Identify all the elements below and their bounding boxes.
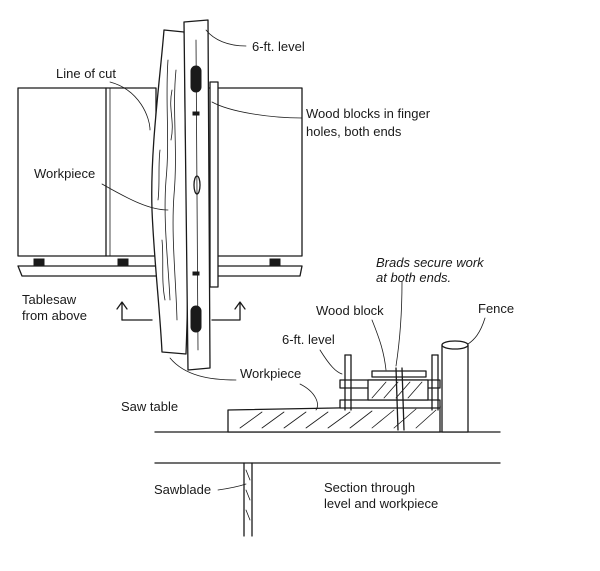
- sawblade-section: [243, 462, 253, 537]
- labels: 6-ft. level Line of cut Wood blocks in f…: [22, 39, 514, 511]
- workpiece-top-view: [151, 29, 189, 355]
- section-view: [154, 340, 501, 537]
- wood-block-section: [367, 379, 429, 401]
- label-line-of-cut: Line of cut: [56, 66, 116, 81]
- table-right-panel: [207, 87, 303, 257]
- label-section-2: level and workpiece: [324, 496, 438, 511]
- label-level-section: 6-ft. level: [282, 332, 335, 347]
- label-brads-1: Brads secure work: [376, 255, 485, 270]
- workpiece-section: [227, 405, 441, 433]
- label-wood-block: Wood block: [316, 303, 384, 318]
- label-section-1: Section through: [324, 480, 415, 495]
- label-saw-table: Saw table: [121, 399, 178, 414]
- label-wood-blocks-2: holes, both ends: [306, 124, 402, 139]
- label-sawblade: Sawblade: [154, 482, 211, 497]
- wood-block-bottom: [190, 305, 202, 333]
- label-workpiece-bottom: Workpiece: [240, 366, 301, 381]
- push-arrows: [116, 301, 246, 321]
- label-workpiece-top: Workpiece: [34, 166, 95, 181]
- brad: [395, 367, 399, 431]
- leader-lines: [101, 29, 486, 491]
- label-brads-2: at both ends.: [376, 270, 451, 285]
- label-level-top: 6-ft. level: [252, 39, 305, 54]
- level-top-view: [183, 19, 219, 371]
- label-fence: Fence: [478, 301, 514, 316]
- fence-section: [441, 344, 469, 433]
- label-tablesaw-1: Tablesaw: [22, 292, 77, 307]
- label-tablesaw-2: from above: [22, 308, 87, 323]
- label-wood-blocks-1: Wood blocks in finger: [306, 106, 431, 121]
- level-vial: [193, 175, 201, 195]
- wood-block-top: [190, 65, 202, 93]
